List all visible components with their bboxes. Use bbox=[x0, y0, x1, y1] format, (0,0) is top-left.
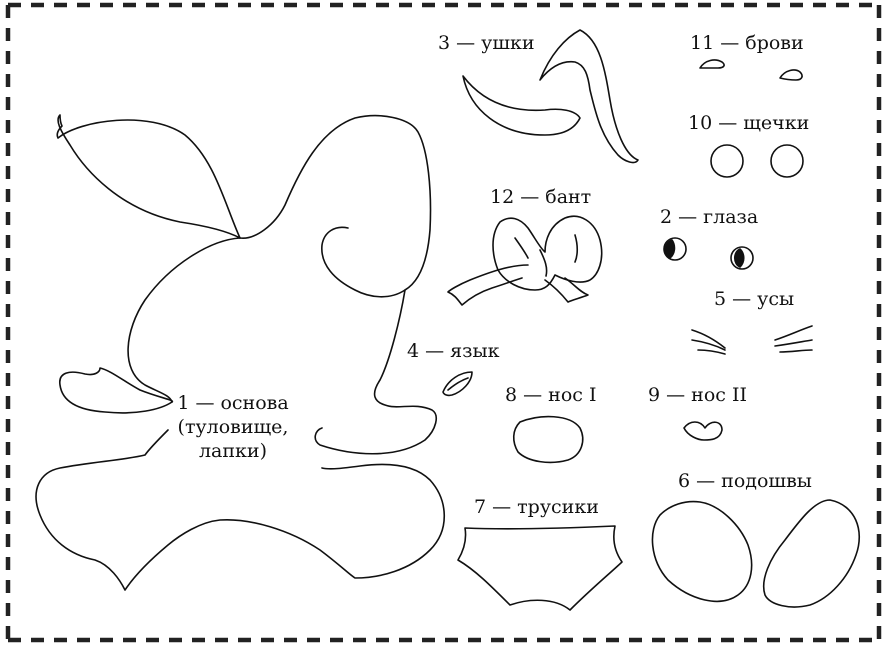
bunny-base-piece bbox=[36, 115, 444, 590]
cheek-pieces bbox=[711, 145, 803, 177]
label-soles: 6 — подошвы bbox=[678, 470, 812, 492]
ear-pieces bbox=[463, 30, 638, 162]
label-whiskers: 5 — усы bbox=[714, 288, 795, 310]
label-base-line-3: лапки) bbox=[198, 440, 267, 462]
brow-pieces bbox=[700, 60, 802, 80]
label-nose-two: 9 — нос II bbox=[648, 384, 747, 406]
whisker-pieces bbox=[692, 326, 812, 354]
tongue-piece bbox=[443, 372, 472, 395]
label-base-line-1: 1 — основа bbox=[177, 392, 289, 414]
label-tongue: 4 — язык bbox=[407, 340, 500, 362]
label-bow: 12 — бант bbox=[490, 186, 592, 208]
dashed-border bbox=[5, 2, 882, 643]
pants-piece bbox=[458, 526, 622, 610]
label-brows: 11 — брови bbox=[690, 32, 804, 54]
eye-pieces bbox=[664, 238, 753, 269]
label-cheeks: 10 — щечки bbox=[688, 112, 810, 134]
bow-piece bbox=[448, 216, 602, 305]
label-pants: 7 — трусики bbox=[474, 496, 599, 518]
nose-two-piece bbox=[684, 422, 722, 440]
label-ears: 3 — ушки bbox=[438, 32, 535, 54]
nose-one-piece bbox=[514, 417, 583, 463]
sole-pieces bbox=[652, 500, 859, 607]
label-nose-one: 8 — нос I bbox=[505, 384, 597, 406]
label-eyes: 2 — глаза bbox=[660, 206, 759, 228]
label-base-line-2: (туловище, bbox=[177, 416, 289, 438]
